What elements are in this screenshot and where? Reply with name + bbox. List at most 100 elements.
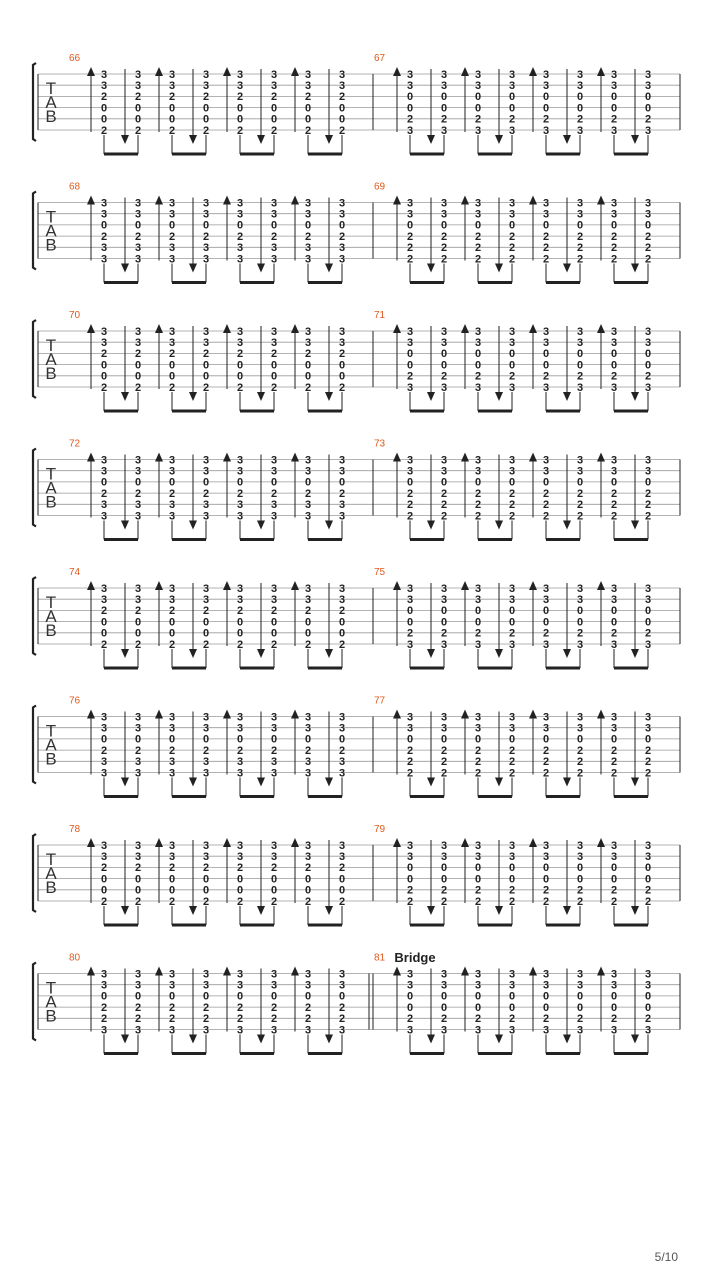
fret-number: 3 [169,840,175,852]
fret-number: 3 [237,583,243,595]
fret-number: 3 [271,840,277,852]
fret-number: 3 [135,80,141,92]
fret-number: 2 [271,639,277,651]
fret-number: 0 [339,114,345,126]
fret-number: 3 [543,851,549,863]
strum-down-arrow-icon [427,649,435,658]
fret-number: 0 [475,91,481,103]
fret-number: 3 [101,69,107,81]
fret-number: 0 [169,359,175,371]
fret-number: 0 [135,991,141,1003]
fret-number: 0 [611,605,617,617]
fret-number: 3 [645,1024,651,1036]
fret-number: 3 [237,337,243,349]
strum-up-arrow-icon [461,452,469,462]
fret-number: 0 [237,991,243,1003]
fret-number: 0 [305,873,311,885]
strum-up-arrow-icon [291,838,299,847]
fret-number: 0 [271,371,277,383]
fret-number: 0 [169,477,175,489]
fret-number: 0 [237,885,243,897]
fret-number: 0 [543,1002,549,1014]
strum-up-arrow-icon [529,67,537,76]
fret-number: 0 [645,873,651,885]
system-bracket [31,447,37,528]
system-bracket [31,961,37,1042]
fret-number: 0 [169,616,175,628]
fret-number: 0 [305,359,311,371]
fret-number: 2 [441,896,447,908]
fret-number: 3 [169,337,175,349]
fret-number: 0 [101,477,107,489]
fret-number: 0 [611,616,617,628]
fret-number: 0 [339,734,345,746]
fret-number: 3 [169,767,175,779]
fret-number: 0 [509,359,515,371]
measure-number: 71 [374,310,386,321]
fret-number: 3 [475,197,481,209]
fret-number: 2 [407,253,413,265]
fret-number: 3 [169,253,175,265]
fret-number: 3 [135,510,141,522]
fret-number: 3 [577,840,583,852]
fret-number: 3 [169,711,175,723]
fret-number: 2 [203,488,209,500]
fret-number: 0 [645,359,651,371]
fret-number: 2 [475,231,481,243]
fret-number: 3 [509,840,515,852]
fret-number: 0 [271,991,277,1003]
fret-number: 0 [441,873,447,885]
fret-number: 3 [611,209,617,221]
fret-number: 3 [509,594,515,606]
fret-number: 0 [441,102,447,114]
fret-number: 0 [203,628,209,640]
fret-number: 0 [475,616,481,628]
fret-number: 0 [203,371,209,383]
fret-number: 3 [135,767,141,779]
measure-number: 75 [374,567,386,578]
strum-up-arrow-icon [461,67,469,76]
fret-number: 3 [611,840,617,852]
fret-number: 0 [305,616,311,628]
fret-number: 2 [475,371,481,383]
strum-up-arrow-icon [393,581,401,590]
fret-number: 0 [543,605,549,617]
fret-number: 2 [203,639,209,651]
strum-down-arrow-icon [563,520,571,530]
tab-clef-letter: A [45,864,57,883]
strum-up-arrow-icon [461,709,469,719]
strum-up-arrow-icon [223,966,231,976]
fret-number: 0 [543,477,549,489]
fret-number: 0 [237,628,243,640]
fret-number: 3 [475,466,481,478]
fret-number: 2 [475,756,481,768]
fret-number: 0 [169,734,175,746]
strum-up-arrow-icon [223,581,231,590]
fret-number: 0 [135,885,141,897]
fret-number: 3 [305,767,311,779]
fret-number: 0 [305,991,311,1003]
fret-number: 3 [339,242,345,254]
fret-number: 2 [509,242,515,254]
fret-number: 2 [645,510,651,522]
strum-up-arrow-icon [87,581,95,590]
fret-number: 3 [305,337,311,349]
fret-number: 2 [407,510,413,522]
fret-number: 2 [237,862,243,874]
fret-number: 0 [203,220,209,232]
fret-number: 3 [305,466,311,478]
fret-number: 3 [441,594,447,606]
fret-number: 0 [169,628,175,640]
fret-number: 3 [203,510,209,522]
fret-number: 3 [645,382,651,394]
strum-down-arrow-icon [257,135,265,144]
fret-number: 2 [475,242,481,254]
fret-number: 0 [645,862,651,874]
fret-number: 3 [203,1024,209,1036]
fret-number: 2 [577,745,583,757]
fret-number: 3 [645,840,651,852]
tab-clef-letter: T [46,336,56,355]
fret-number: 3 [339,767,345,779]
fret-number: 0 [475,605,481,617]
fret-number: 2 [101,896,107,908]
